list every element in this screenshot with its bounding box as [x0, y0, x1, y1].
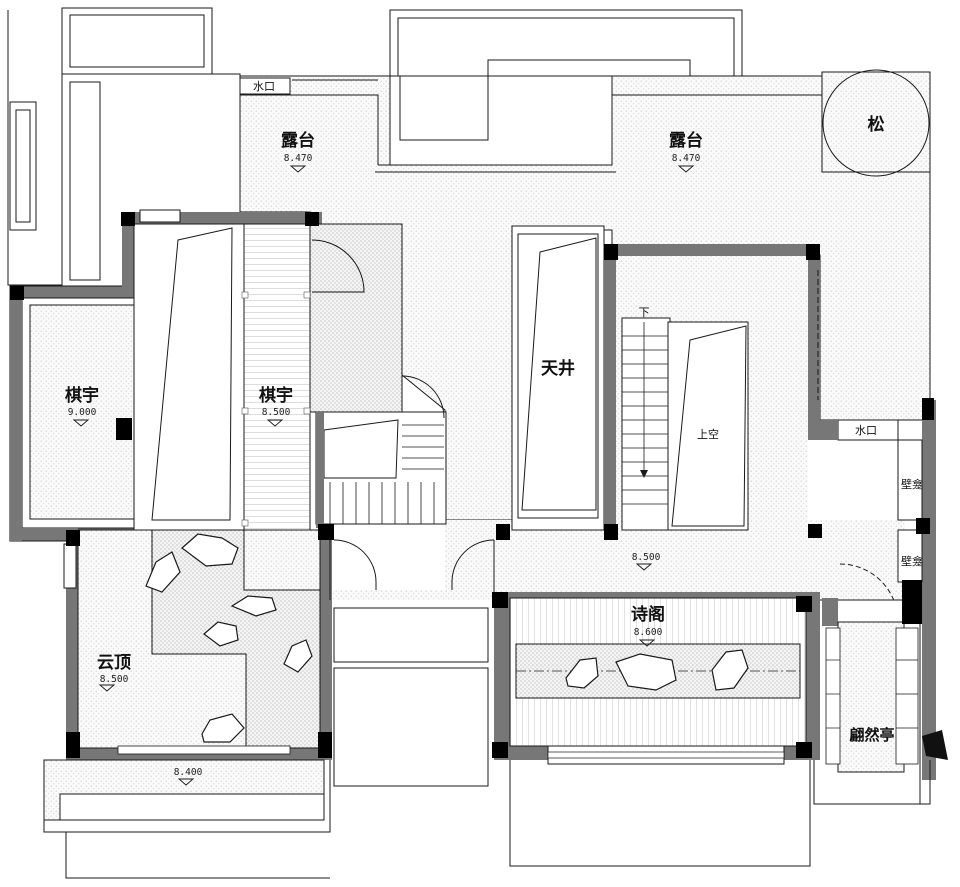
pine-label: 松	[868, 114, 885, 135]
south-balcony	[43, 759, 331, 879]
chess-west-label: 棋宇	[65, 385, 99, 406]
balcony-level: 8.400	[174, 767, 203, 778]
chess-central-level: 8.500	[262, 407, 291, 418]
stair-down-label: 下	[639, 306, 650, 319]
hall-level: 8.500	[632, 552, 661, 563]
terrace-east-level: 8.470	[672, 153, 701, 164]
drain-label-north: 水口	[253, 80, 275, 93]
cloud-garden	[63, 528, 332, 760]
level-markers	[72, 165, 695, 786]
poetry-label: 诗阁	[631, 604, 665, 625]
east-wing	[813, 400, 948, 805]
pavilion-label: 翩然亭	[849, 726, 894, 744]
south-roofs	[333, 607, 931, 867]
walls	[10, 286, 78, 541]
terrace-slab	[239, 75, 931, 600]
east-stair-void	[604, 244, 838, 534]
niche-label-2: 壁龛	[901, 554, 923, 568]
cloud-label: 云顶	[97, 653, 131, 673]
chess-pavilion	[122, 209, 403, 531]
terrace-west-level: 8.470	[284, 153, 313, 164]
niche-label-1: 壁龛	[901, 477, 923, 491]
central-stair	[315, 375, 447, 528]
hall-doors	[243, 530, 495, 600]
terrace-west-label: 露台	[281, 130, 315, 151]
chess-west-level: 9.000	[68, 407, 97, 418]
chess-room-west	[9, 285, 155, 542]
poetry-pavilion	[494, 592, 820, 765]
void-label: 上空	[697, 427, 719, 441]
courtyard-label: 天井	[541, 358, 575, 379]
cloud-level: 8.500	[100, 674, 129, 685]
poetry-level: 8.600	[634, 627, 663, 638]
courtyard	[511, 225, 605, 531]
pine-tree	[821, 69, 931, 177]
terrace-east-label: 露台	[669, 130, 703, 151]
columns	[10, 212, 934, 758]
drain-label-east: 水口	[855, 424, 877, 437]
chess-central-label: 棋宇	[259, 385, 293, 406]
drain-box	[239, 77, 899, 441]
west-roof	[7, 10, 241, 287]
